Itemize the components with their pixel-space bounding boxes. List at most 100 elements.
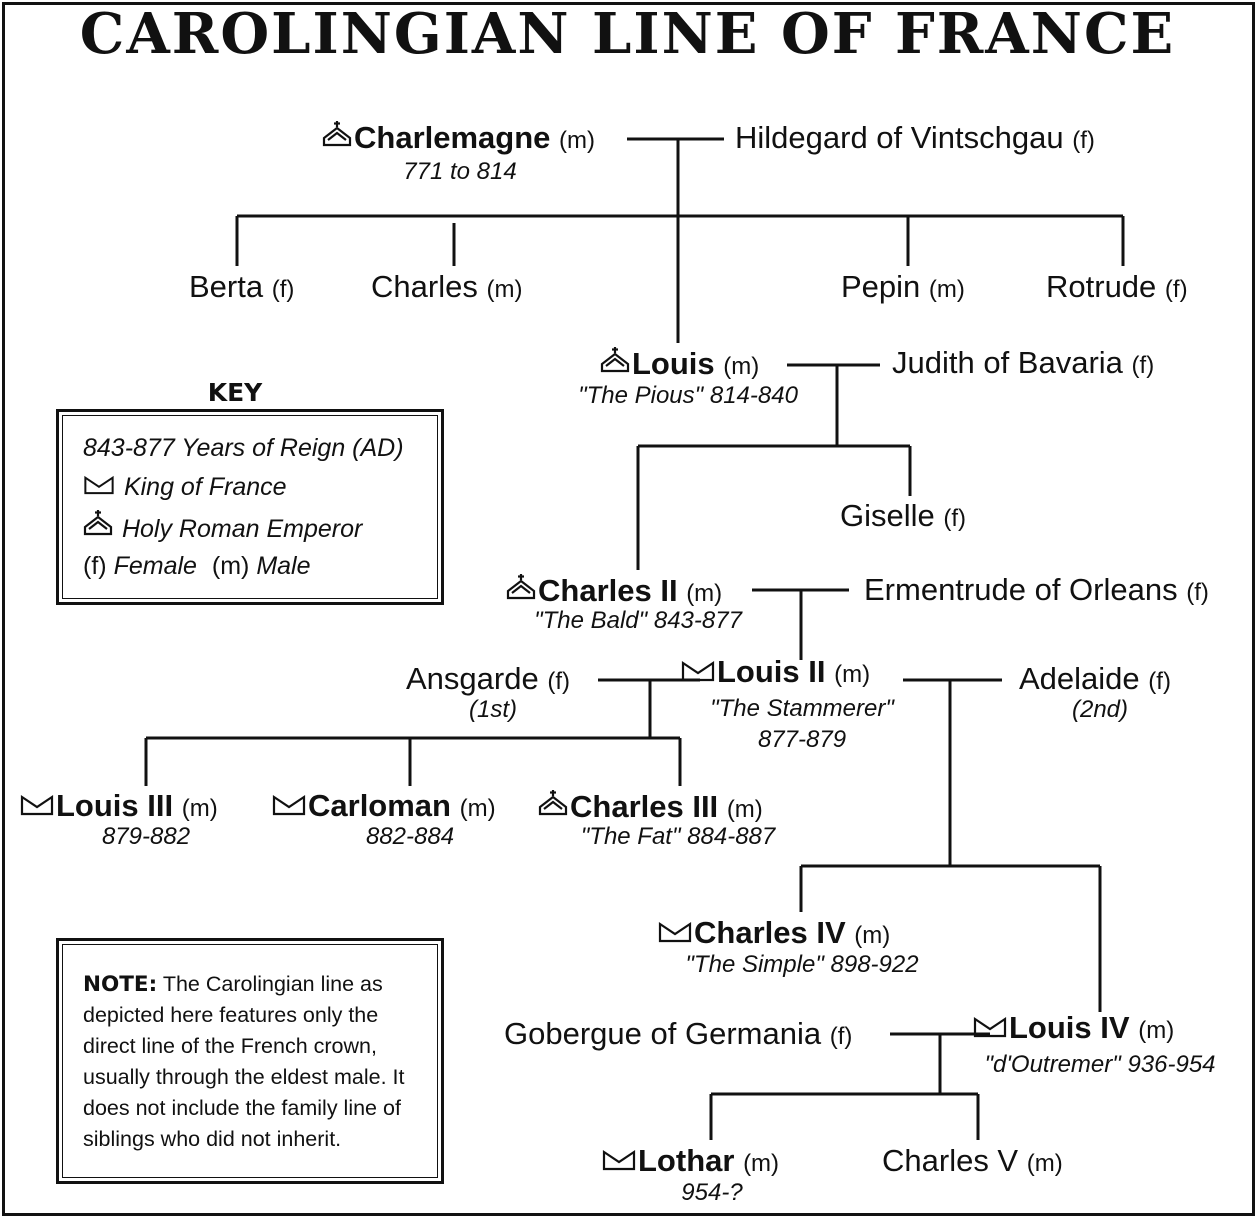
epithet-louis-ii: "The Stammerer" xyxy=(710,695,894,722)
crown-icon xyxy=(272,790,306,821)
person-name: Berta xyxy=(189,269,264,304)
key-emperor-label: Holy Roman Emperor xyxy=(121,515,363,543)
person-gobergue: Gobergue of Germania (f) xyxy=(504,1018,852,1049)
key-gender-row: (f) Female (m) Male xyxy=(83,552,311,581)
reign-louis-ii: 877-879 xyxy=(757,726,847,753)
person-name: Charles IV xyxy=(694,915,846,950)
person-name: Carloman xyxy=(308,788,451,823)
emperor-crown-icon xyxy=(322,120,352,153)
note-box-inner xyxy=(62,944,438,1178)
emperor-crown-icon xyxy=(538,789,568,822)
gender-label: (f) xyxy=(1164,276,1188,303)
reign-louis-iii: 879-882 xyxy=(101,823,191,850)
key-emperor-row: Holy Roman Emperor xyxy=(83,509,362,544)
reign-charlemagne: 771 to 814 xyxy=(403,158,517,185)
key-king-label: King of France xyxy=(123,473,287,501)
gender-label: (f) xyxy=(1131,352,1155,379)
person-rotrude: Rotrude (f) xyxy=(1046,271,1188,302)
person-charlemagne: Charlemagne (m) xyxy=(322,120,595,153)
person-name: Louis III xyxy=(56,788,174,823)
crown-icon xyxy=(681,656,715,687)
person-louis-ii: Louis II (m) xyxy=(681,656,870,687)
gender-label: (f) xyxy=(271,276,295,303)
person-name: Rotrude xyxy=(1046,269,1157,304)
note-body: The Carolingian line as depicted here fe… xyxy=(83,972,405,1151)
person-carloman: Carloman (m) xyxy=(272,790,496,821)
person-name: Louis xyxy=(632,346,715,381)
person-name: Judith of Bavaria xyxy=(892,345,1123,380)
gender-label: (m) xyxy=(1026,1150,1063,1177)
gender-label: (m) xyxy=(459,795,496,822)
reign-louis: "The Pious" 814-840 xyxy=(578,382,798,409)
person-charles-iii: Charles III (m) xyxy=(538,789,763,822)
person-name: Lothar xyxy=(638,1143,735,1178)
order-ansgarde: (1st) xyxy=(469,696,517,723)
person-ansgarde: Ansgarde (f) xyxy=(406,663,570,694)
person-ermentrude: Ermentrude of Orleans (f) xyxy=(864,574,1209,605)
person-name: Pepin xyxy=(841,269,921,304)
person-giselle: Giselle (f) xyxy=(840,500,966,531)
gender-label: (f) xyxy=(943,505,967,532)
person-name: Louis II xyxy=(717,654,826,689)
note-box: NOTE: The Carolingian line as depicted h… xyxy=(56,938,444,1184)
emperor-crown-icon xyxy=(83,509,113,544)
order-adelaide: (2nd) xyxy=(1071,696,1129,723)
person-name: Charles V xyxy=(882,1143,1019,1178)
reign-carloman: 882-884 xyxy=(365,823,455,850)
person-adelaide: Adelaide (f) xyxy=(1019,663,1171,694)
gender-label: (m) xyxy=(559,127,596,154)
key-male-label: Male xyxy=(256,552,311,580)
gender-label: (f) xyxy=(829,1023,853,1050)
gender-label: (m) xyxy=(928,276,965,303)
key-king-row: King of France xyxy=(83,473,287,502)
person-name: Charles III xyxy=(570,789,719,824)
key-female-label: Female xyxy=(113,552,197,580)
emperor-crown-icon xyxy=(506,573,536,606)
crown-icon xyxy=(602,1145,636,1176)
person-louis-iv: Louis IV (m) xyxy=(973,1012,1174,1043)
gender-label: (m) xyxy=(486,276,523,303)
person-hildegard: Hildegard of Vintschgau (f) xyxy=(735,122,1095,153)
person-name: Charles xyxy=(371,269,478,304)
reign-charles-iii: "The Fat" 884-887 xyxy=(580,823,776,850)
person-name: Louis IV xyxy=(1009,1010,1130,1045)
person-pepin: Pepin (m) xyxy=(841,271,965,302)
reign-louis-iv: "d'Outremer" 936-954 xyxy=(984,1051,1216,1078)
gender-label: (m) xyxy=(181,795,218,822)
person-name: Charlemagne xyxy=(354,120,551,155)
gender-label: (m) xyxy=(834,661,871,688)
gender-label: (f) xyxy=(547,668,570,695)
page-title: CAROLINGIAN LINE OF FRANCE xyxy=(79,1,1176,67)
person-judith: Judith of Bavaria (f) xyxy=(892,347,1154,378)
person-lothar: Lothar (m) xyxy=(602,1145,779,1176)
key-male-symbol: (m) xyxy=(211,552,250,580)
reign-charles-ii: "The Bald" 843-877 xyxy=(534,607,742,634)
crown-icon xyxy=(973,1012,1007,1043)
note-text: NOTE: The Carolingian line as depicted h… xyxy=(83,969,428,1155)
gender-label: (m) xyxy=(686,580,723,607)
key-reign-row: 843-877 Years of Reign (AD) xyxy=(83,434,404,462)
person-charles-iv: Charles IV (m) xyxy=(658,917,890,948)
person-charles-v: Charles V (m) xyxy=(882,1145,1063,1176)
person-name: Ermentrude of Orleans xyxy=(864,572,1178,607)
person-louis-iii: Louis III (m) xyxy=(20,790,218,821)
person-name: Adelaide xyxy=(1019,661,1140,696)
crown-icon xyxy=(83,473,115,502)
gender-label: (f) xyxy=(1186,579,1209,606)
gender-label: (m) xyxy=(743,1150,780,1177)
gender-label: (f) xyxy=(1148,668,1171,695)
person-name: Hildegard of Vintschgau xyxy=(735,120,1064,155)
gender-label: (m) xyxy=(1138,1017,1175,1044)
person-louis: Louis (m) xyxy=(600,346,759,379)
person-berta: Berta (f) xyxy=(189,271,294,302)
key-heading: KEY xyxy=(207,378,263,407)
crown-icon xyxy=(658,917,692,948)
reign-lothar: 954-? xyxy=(681,1179,743,1206)
reign-charles-iv: "The Simple" 898-922 xyxy=(685,951,919,978)
gender-label: (m) xyxy=(723,353,760,380)
crown-icon xyxy=(20,790,54,821)
person-name: Gobergue of Germania xyxy=(504,1016,822,1051)
person-name: Giselle xyxy=(840,498,935,533)
